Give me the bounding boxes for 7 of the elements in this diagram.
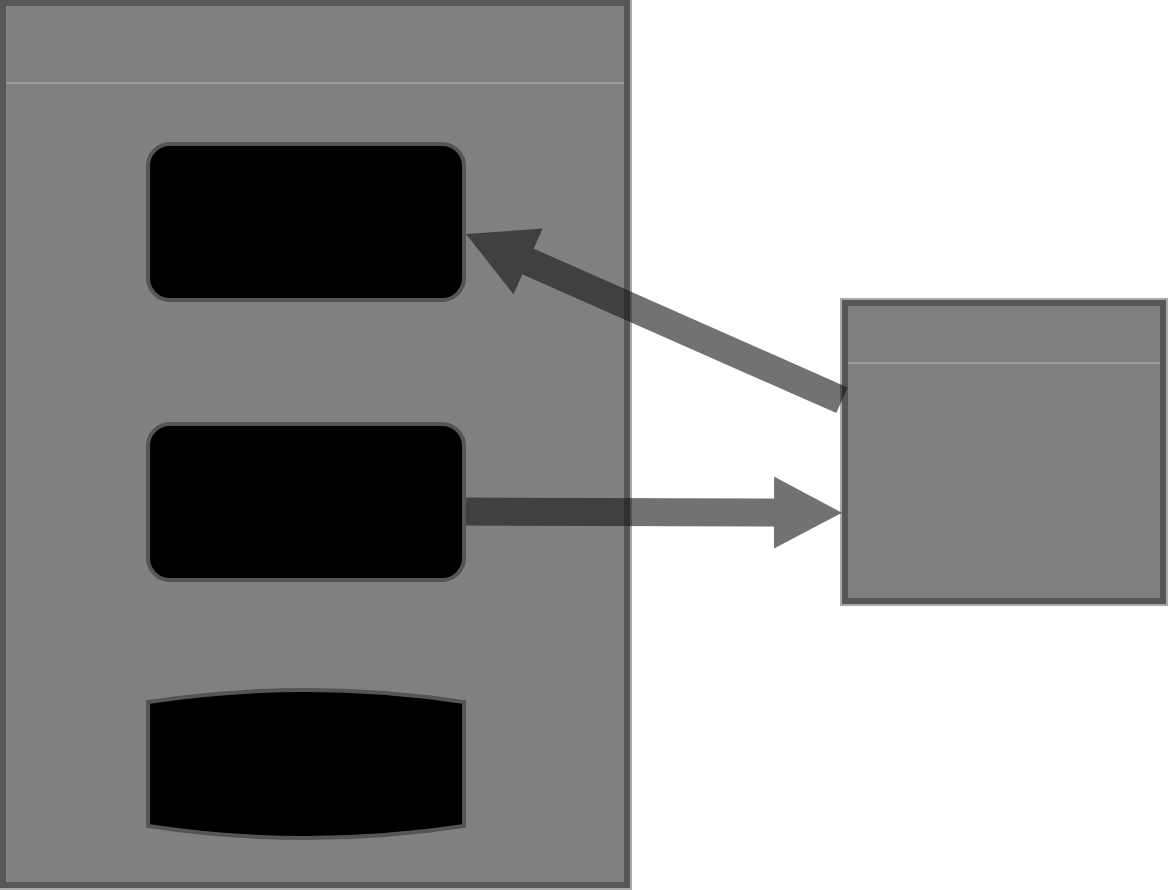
process-box [146,142,466,302]
container-box [0,0,630,888]
external-box [842,300,1166,604]
arrow [466,228,848,414]
arrow [465,476,842,549]
database-cylinder [146,684,466,844]
process-box [146,422,466,582]
